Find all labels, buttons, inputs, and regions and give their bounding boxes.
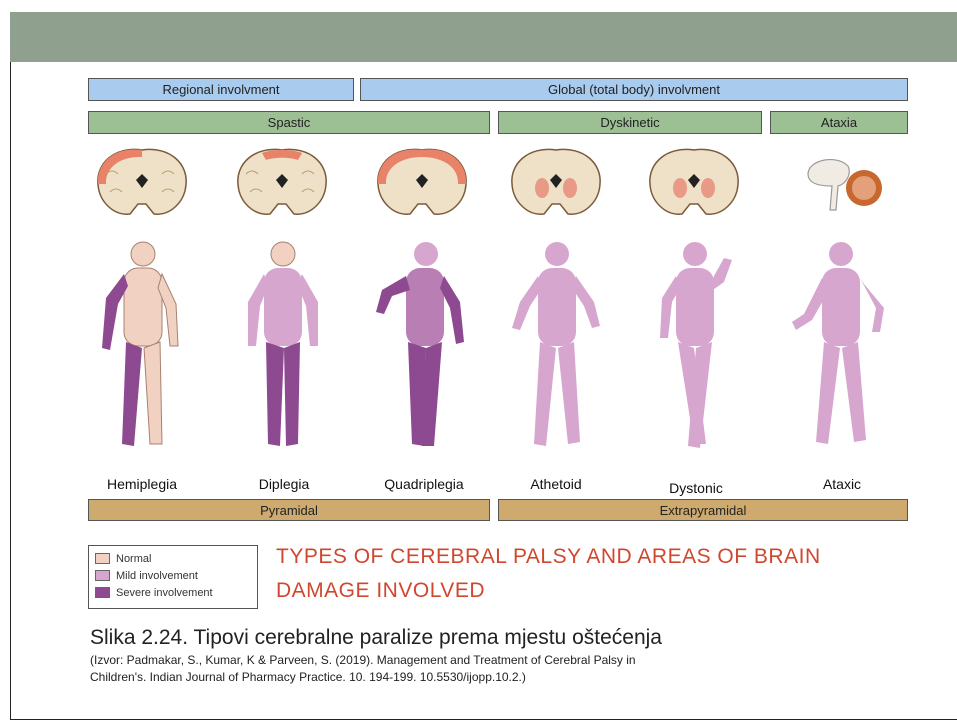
overlay-title-line1: TYPES OF CEREBRAL PALSY AND AREAS OF BRA… — [276, 540, 876, 574]
body-hemiplegia — [88, 238, 198, 458]
overlay-title-line2: DAMAGE INVOLVED — [276, 574, 876, 608]
source-line1: (Izvor: Padmakar, S., Kumar, K & Parveen… — [90, 652, 930, 669]
legend-item-mild: Mild involvement — [95, 567, 251, 584]
swatch-severe — [95, 587, 110, 598]
source-line2: Children's. Indian Journal of Pharmacy P… — [90, 669, 930, 686]
label-athetoid: Athetoid — [496, 476, 616, 492]
legend-label: Mild involvement — [116, 570, 198, 582]
body-dystonic — [640, 238, 750, 458]
legend-item-severe: Severe involvement — [95, 584, 251, 601]
figure-caption: Slika 2.24. Tipovi cerebralne paralize p… — [90, 626, 950, 650]
body-ataxic — [786, 238, 896, 458]
brain-diplegia-icon — [232, 144, 332, 222]
brain-dystonic-icon — [644, 144, 744, 222]
cerebral-palsy-figure: Regional involvment Global (total body) … — [88, 78, 908, 613]
swatch-mild — [95, 570, 110, 581]
brain-cerebellum-icon — [792, 144, 892, 222]
body-quadriplegia — [368, 238, 478, 458]
label-quadriplegia: Quadriplegia — [364, 476, 484, 492]
label-diplegia: Diplegia — [224, 476, 344, 492]
figure-source: (Izvor: Padmakar, S., Kumar, K & Parveen… — [90, 652, 930, 686]
swatch-normal — [95, 553, 110, 564]
band-regional: Regional involvment — [88, 78, 354, 101]
label-dystonic: Dystonic — [636, 480, 756, 496]
legend-label: Normal — [116, 553, 151, 565]
brain-hemiplegia-icon — [92, 144, 192, 222]
body-diplegia — [228, 238, 338, 458]
legend: Normal Mild involvement Severe involveme… — [88, 545, 258, 609]
label-ataxic: Ataxic — [782, 476, 902, 492]
body-athetoid — [502, 238, 612, 458]
slide-title-bar — [10, 12, 957, 62]
brain-athetoid-icon — [506, 144, 606, 222]
legend-item-normal: Normal — [95, 550, 251, 567]
band-global: Global (total body) involvment — [360, 78, 908, 101]
brain-quadriplegia-icon — [372, 144, 472, 222]
band-pyramidal: Pyramidal — [88, 499, 490, 521]
figure-overlay-title: TYPES OF CEREBRAL PALSY AND AREAS OF BRA… — [276, 540, 876, 608]
band-ataxia: Ataxia — [770, 111, 908, 134]
legend-label: Severe involvement — [116, 587, 213, 599]
band-extrapyramidal: Extrapyramidal — [498, 499, 908, 521]
band-dyskinetic: Dyskinetic — [498, 111, 762, 134]
label-hemiplegia: Hemiplegia — [82, 476, 202, 492]
band-spastic: Spastic — [88, 111, 490, 134]
